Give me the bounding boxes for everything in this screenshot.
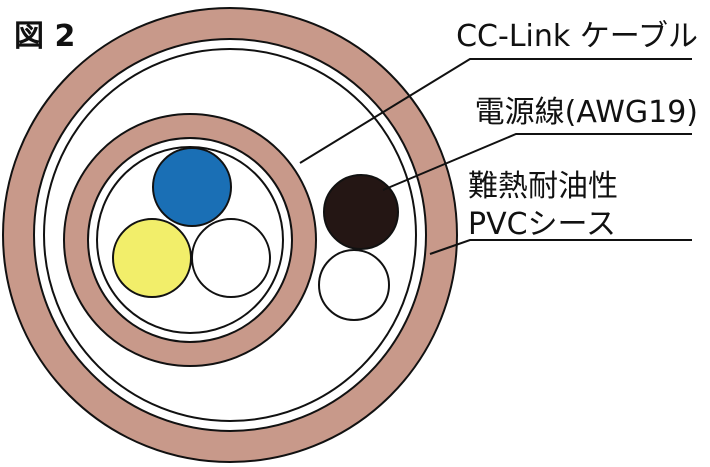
white-wire [191,218,271,298]
white-power-wire [318,249,390,321]
leader-line-cc-link [299,58,692,164]
black-power-wire [323,174,399,250]
label-sheath-line-2: PVCシース [468,207,617,242]
leader-line-power [382,133,692,191]
blue-wire [152,147,232,227]
figure-label: 図 2 [14,19,76,54]
yellow-wire [112,218,192,298]
label-sheath: 難熱耐油性 PVCシース [468,168,618,244]
label-sheath-line-1: 難熱耐油性 [468,169,618,204]
leader-line-sheath [429,239,692,255]
label-cc-link-cable: CC-Link ケーブル [456,19,698,54]
label-power-line: 電源線(AWG19) [474,95,698,130]
